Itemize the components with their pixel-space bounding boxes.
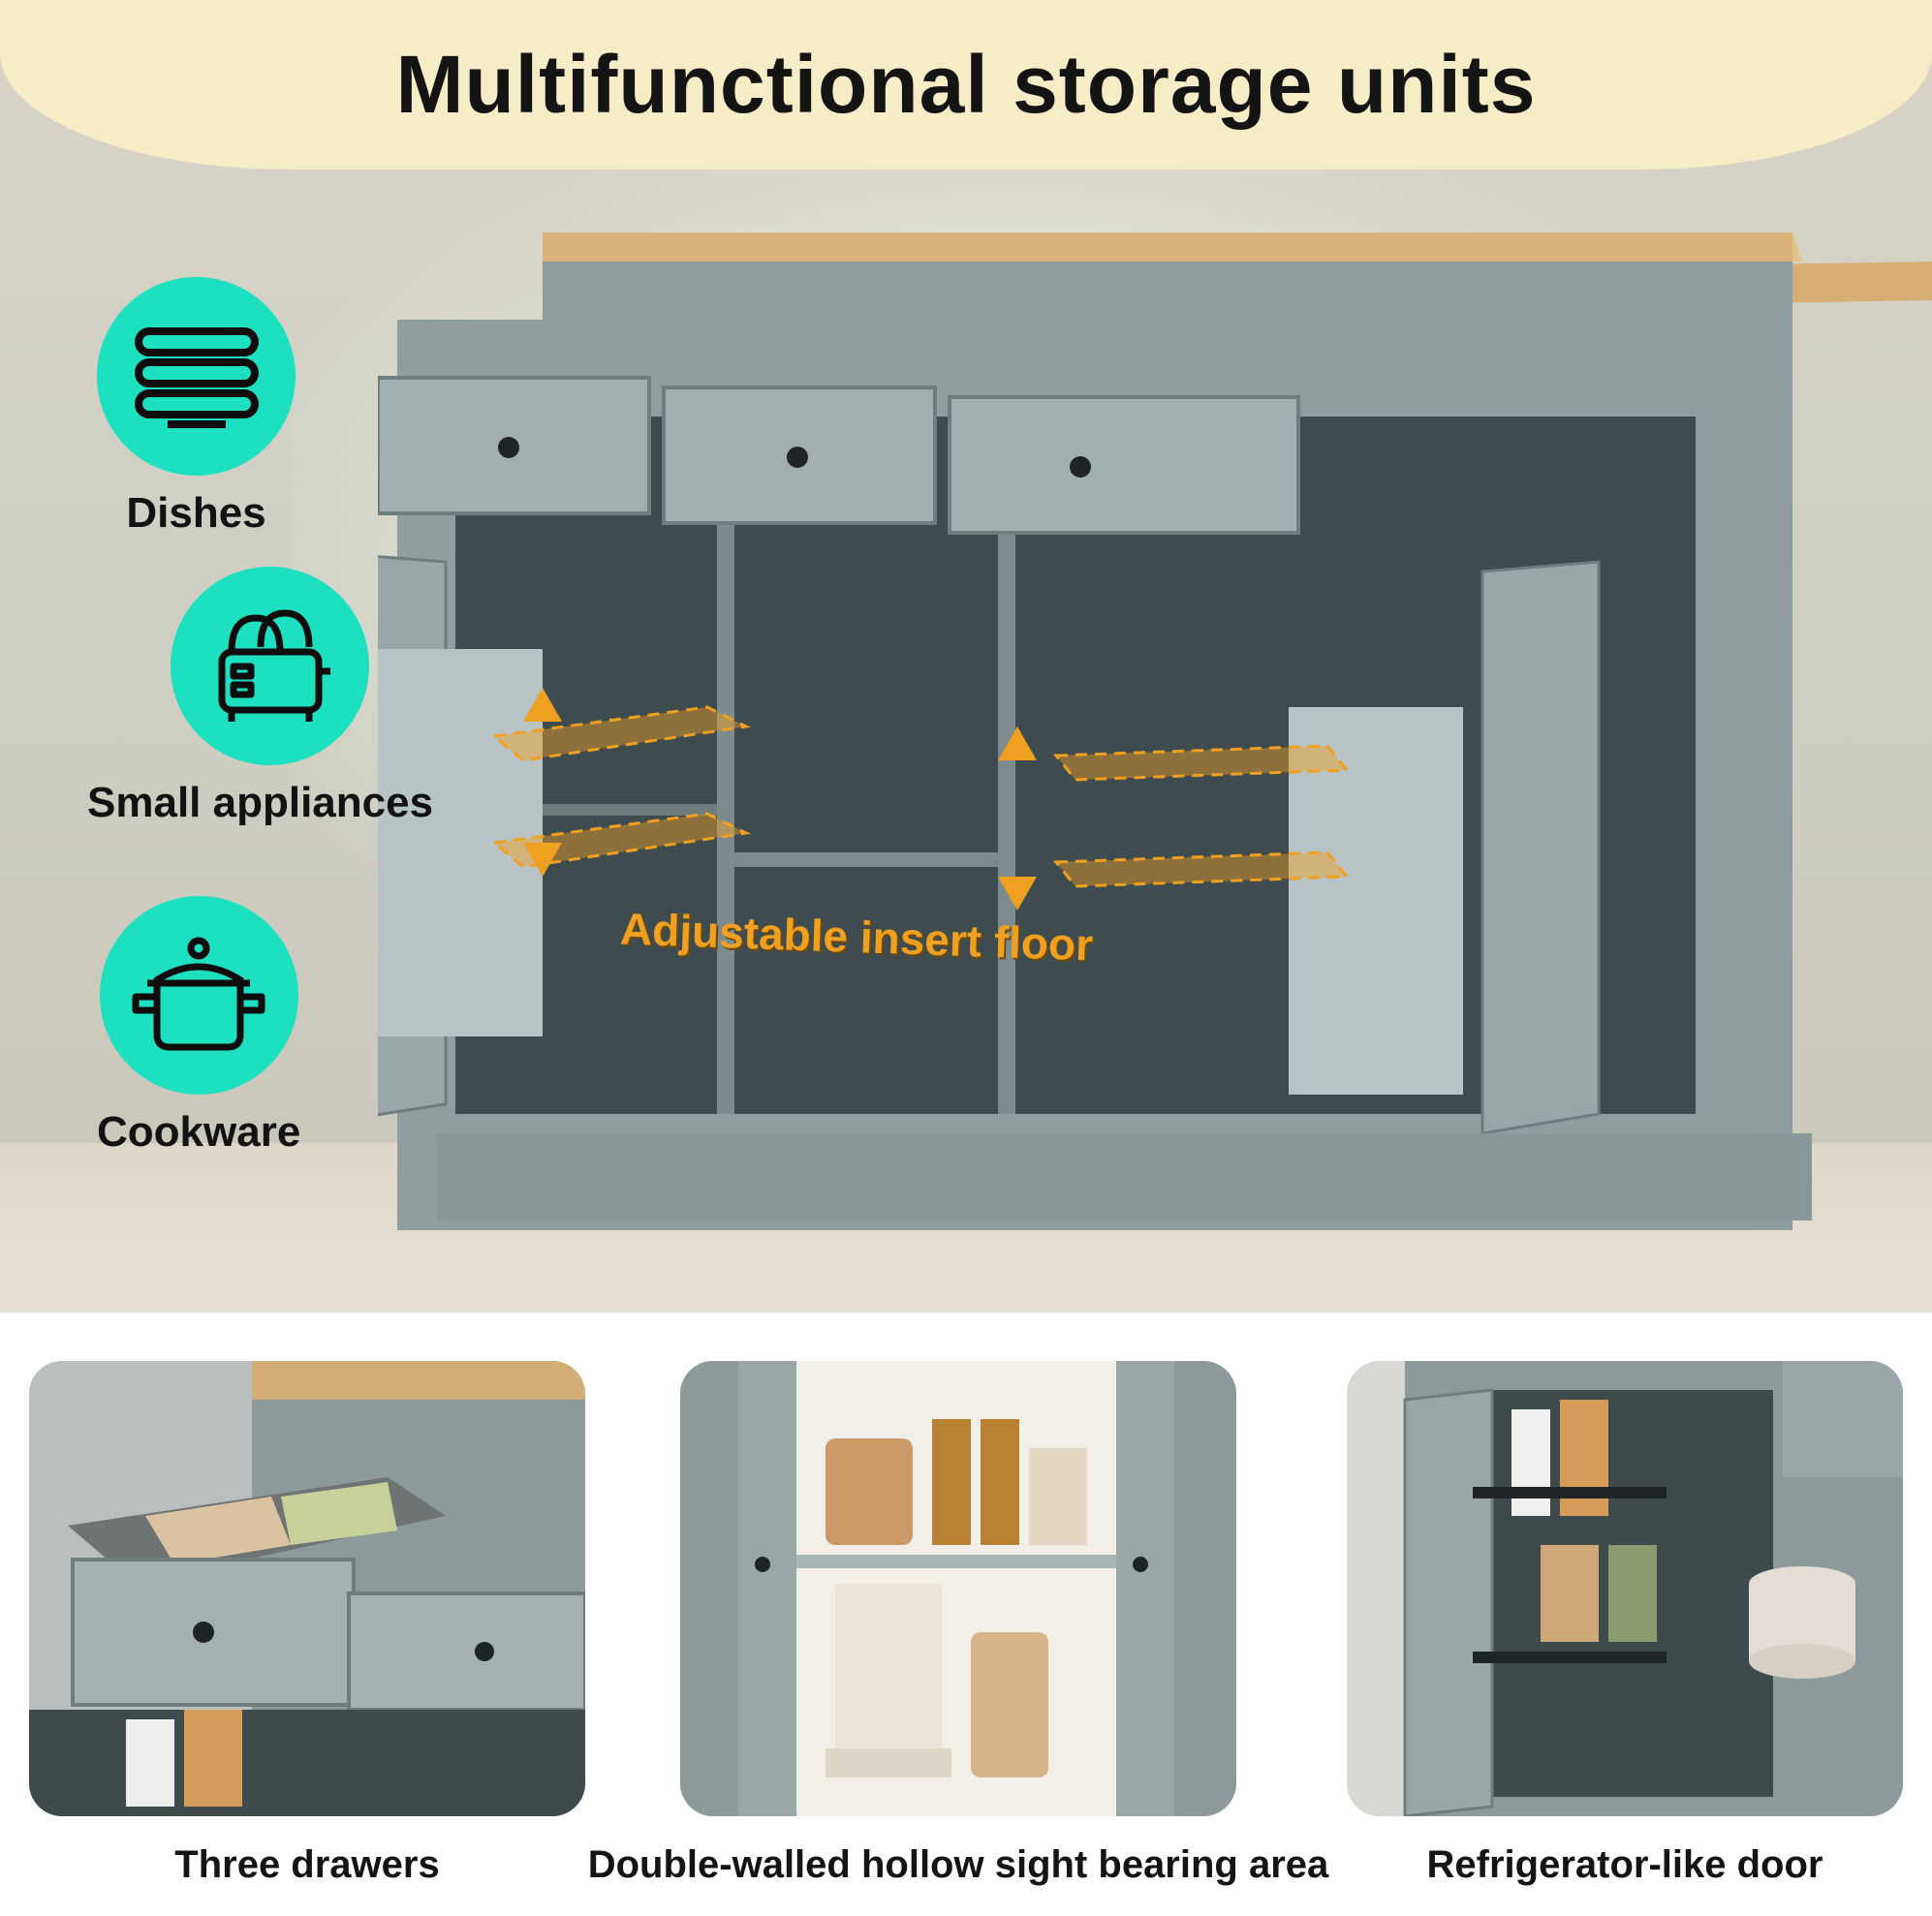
feature-label: Small appliances xyxy=(87,779,434,826)
hero-section: Adjustable insert floor Dishes xyxy=(0,0,1932,1313)
feature-label: Cookware xyxy=(97,1108,301,1156)
caption-bearing-area: Double-walled hollow sight bearing area xyxy=(587,1843,1329,1886)
detail-section: Three drawers Double-walled hollow sight… xyxy=(0,1313,1932,1916)
toaster-icon xyxy=(171,567,370,765)
feature-cookware: Cookware xyxy=(97,896,300,1157)
three-drawers-image xyxy=(29,1361,585,1816)
caption-three-drawers: Three drawers xyxy=(174,1843,440,1886)
feature-dishes: Dishes xyxy=(97,277,296,538)
kitchen-cabinet-image xyxy=(378,232,1932,1230)
bearing-area-image xyxy=(680,1361,1236,1816)
caption-refrigerator-door: Refrigerator-like door xyxy=(1426,1843,1823,1886)
dishes-icon xyxy=(97,277,296,476)
title-banner: Multifunctional storage units xyxy=(0,0,1932,170)
refrigerator-door-image xyxy=(1347,1361,1903,1816)
feature-small-appliances: Small appliances xyxy=(87,567,443,827)
feature-label: Dishes xyxy=(126,489,266,537)
pot-icon xyxy=(99,896,298,1095)
page-title: Multifunctional storage units xyxy=(395,39,1537,130)
